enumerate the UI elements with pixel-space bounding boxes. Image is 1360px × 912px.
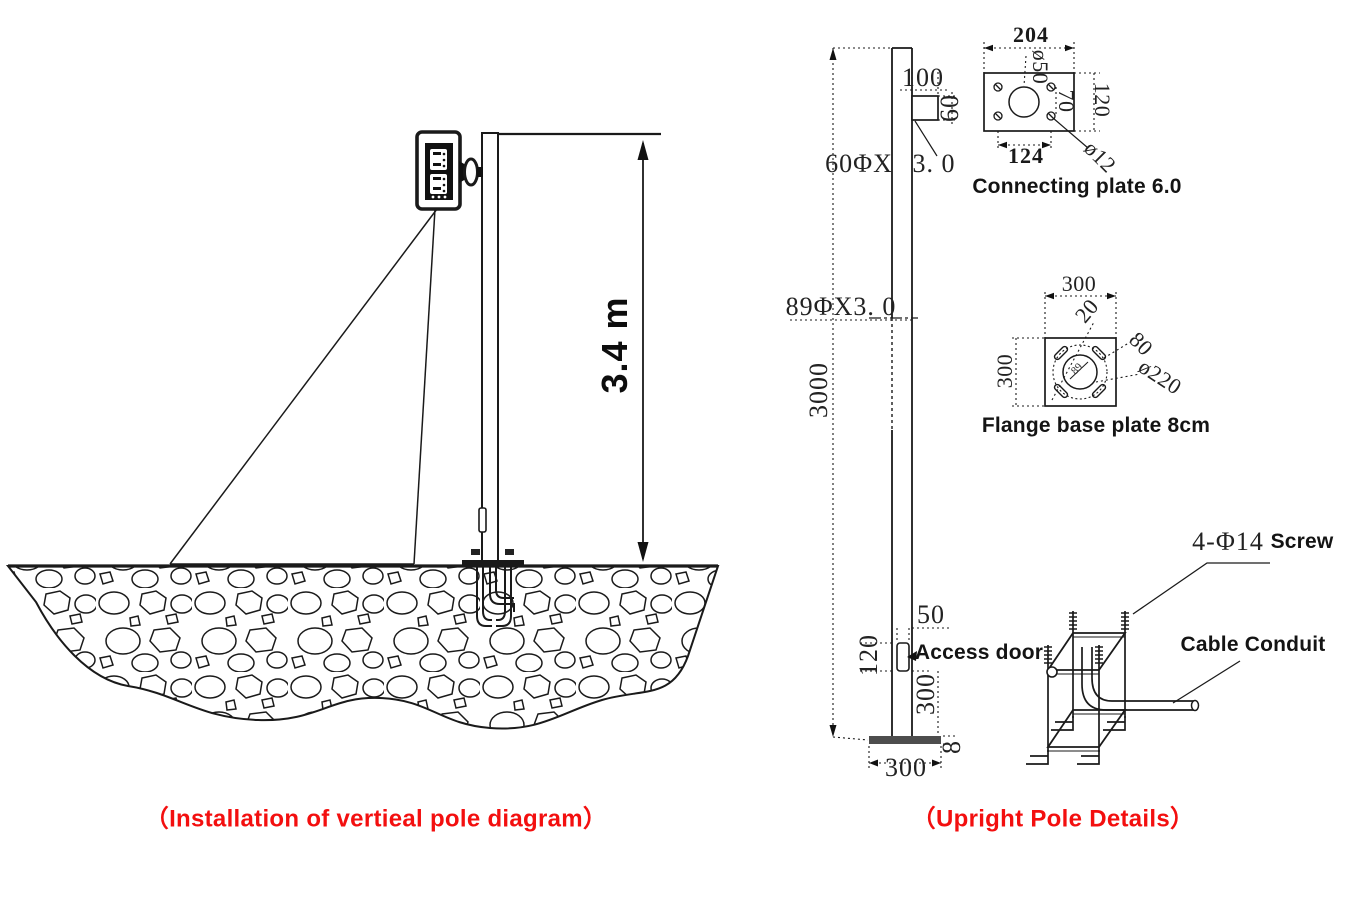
bracket-length-dim: 100 — [902, 63, 944, 92]
bracket-leader — [914, 120, 938, 157]
plate-hole-dy-dim: 70 — [1054, 89, 1079, 113]
upper-pipe-spec-right: 3. 0 — [912, 149, 956, 178]
top-bracket — [911, 95, 939, 121]
connecting-plate-label: Connecting plate 6.0 — [972, 175, 1182, 198]
upright-pole-details — [790, 42, 1270, 770]
right-caption: （Upright Pole Details） — [911, 805, 1195, 833]
base-width-dim: 300 — [885, 753, 927, 782]
installation-diagram — [5, 130, 720, 730]
access-door-label: Access door — [914, 641, 1044, 664]
conduit-leader — [1172, 660, 1241, 704]
screw-spec-dim: 4-Φ14 — [1192, 527, 1264, 556]
left-pole-door — [478, 507, 487, 533]
flange-plate-label: Flange base plate 8cm — [981, 414, 1211, 437]
mount-knob — [463, 157, 479, 187]
flange-height-dim: 300 — [992, 353, 1017, 389]
door-leader-arrow — [907, 651, 917, 661]
cable-conduit-label: Cable Conduit — [1180, 633, 1326, 656]
door-width-dim: 50 — [917, 600, 945, 629]
door-height-dim: 120 — [854, 634, 883, 676]
screw-leader — [1132, 562, 1270, 615]
connecting-plate-detail — [983, 42, 1100, 150]
base-plate — [869, 736, 941, 744]
anchor-cage-detail — [1026, 562, 1270, 765]
door-offset-dim: 300 — [911, 673, 940, 715]
plate-height-dim: 120 — [1090, 82, 1115, 118]
ground-section — [5, 565, 720, 730]
mount-shaft — [477, 167, 483, 177]
left-foundation — [462, 549, 524, 627]
base-thickness-dim: 8 — [937, 740, 966, 754]
left-caption: （Installation of vertieal pole diagram） — [144, 805, 608, 833]
beam-line-long — [169, 208, 438, 565]
lower-pipe-spec: 89ΦX3. 0 — [785, 292, 897, 321]
height-dim-arrow-bottom — [637, 542, 649, 562]
plate-width-dim: 204 — [1013, 22, 1049, 47]
screw-label: Screw — [1270, 530, 1334, 553]
total-height-dim: 3000 — [804, 362, 833, 418]
height-dim-arrow-top — [637, 140, 649, 160]
upper-pipe-spec-left: 60ΦX — [825, 149, 893, 178]
plate-hole-dx-dim: 124 — [1008, 143, 1044, 168]
radar-display-device — [415, 130, 483, 211]
flange-plate-detail — [1012, 292, 1141, 407]
left-pole — [481, 132, 499, 563]
beam-line-short — [413, 208, 436, 565]
height-dimension-label: 3.4 m — [594, 296, 635, 394]
plate-center-hole-dim: ø50 — [1028, 49, 1053, 85]
bracket-height-dim: 60 — [935, 94, 964, 122]
flange-width-dim: 300 — [1061, 271, 1097, 296]
